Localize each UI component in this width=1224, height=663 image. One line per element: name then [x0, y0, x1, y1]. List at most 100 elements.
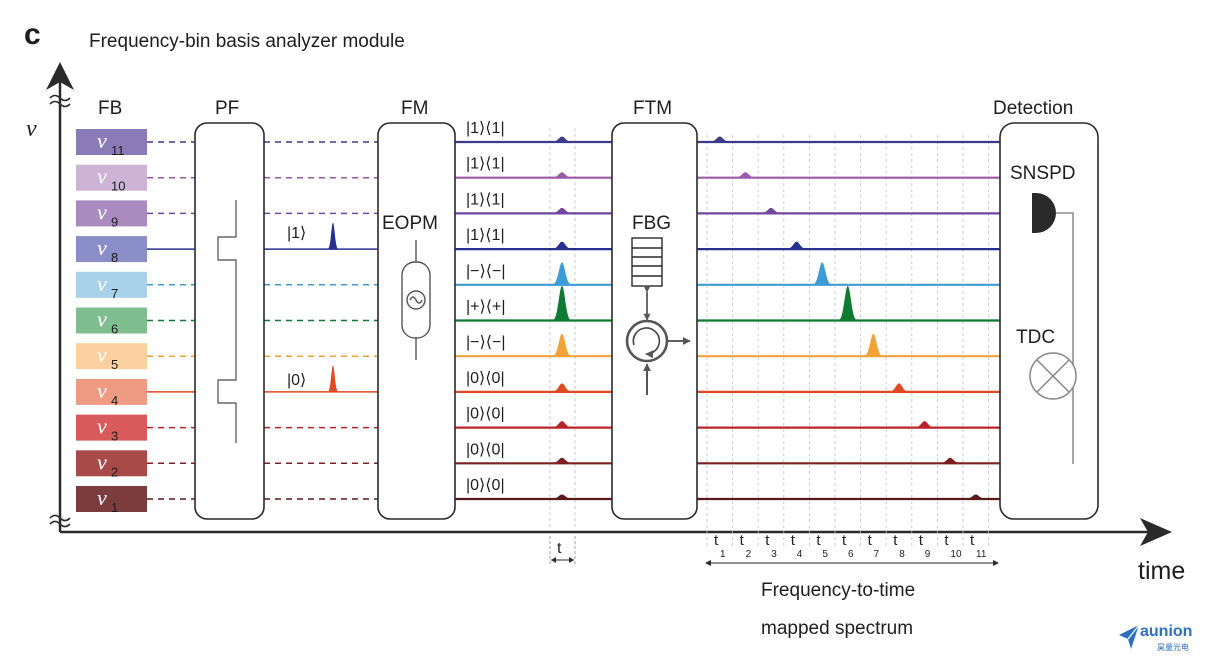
- watermark-word: aunion: [1140, 623, 1193, 640]
- mapped-pulse: [966, 494, 985, 499]
- frequency-bin-subscript: 8: [111, 250, 118, 265]
- frequency-bin-label: v: [97, 378, 107, 403]
- frequency-bin-box: [76, 378, 147, 405]
- frequency-bin-label: v: [97, 449, 107, 474]
- time-slot-subscript: 1: [720, 549, 726, 560]
- frequency-bin-box: [76, 129, 147, 155]
- input-pulse-one: [328, 222, 338, 249]
- time-slot-subscript: 6: [848, 549, 854, 560]
- time-slot-subscript: 3: [771, 549, 777, 560]
- time-bin-annotation: t: [549, 536, 576, 566]
- mapped-pulse: [787, 241, 806, 249]
- frequency-bin-subscript: 4: [111, 393, 118, 408]
- time-slot-label: t: [740, 532, 745, 549]
- projector-state-label: |−⟩⟨−|: [466, 334, 505, 351]
- eopm-modulator-icon: [401, 240, 431, 360]
- projector-state-label: |0⟩⟨0|: [466, 370, 505, 387]
- projected-pulse: [553, 286, 571, 320]
- projected-pulse: [553, 136, 571, 142]
- projector-state-label: |−⟩⟨−|: [466, 263, 505, 280]
- fbg-label: FBG: [632, 213, 671, 234]
- time-slot-label: t: [919, 532, 924, 549]
- frequency-bin-label: v: [97, 342, 107, 367]
- projector-state-label: |1⟩⟨1|: [466, 156, 505, 173]
- mapped-pulse: [941, 457, 960, 463]
- snspd-label: SNSPD: [1010, 163, 1075, 184]
- y-axis-symbol: v: [26, 116, 37, 142]
- spectrum-caption-line-1: Frequency-to-time: [761, 580, 915, 601]
- spectrum-span-arrow: [705, 560, 999, 566]
- frequency-bin-subscript: 7: [111, 286, 118, 301]
- mapped-pulse: [736, 172, 755, 178]
- time-slot-subscript: 10: [950, 549, 962, 560]
- header-fb: FB: [98, 98, 122, 119]
- frequency-bin-label: v: [97, 271, 107, 296]
- projector-state-label: |0⟩⟨0|: [466, 441, 505, 458]
- frequency-bin-label: v: [97, 414, 107, 439]
- pulses: [328, 136, 985, 499]
- axes: v time: [26, 62, 1185, 585]
- eopm-label: EOPM: [382, 213, 438, 234]
- frequency-bin-box: [76, 343, 147, 370]
- input-pulse-zero: [328, 365, 338, 392]
- time-slot-grid: [549, 128, 989, 548]
- y-axis-arrowhead: [46, 62, 74, 90]
- mapped-pulse: [864, 333, 883, 356]
- projected-pulse: [553, 333, 571, 356]
- frequency-bin-subscript: 5: [111, 357, 118, 372]
- frequency-bin-label: v: [97, 307, 107, 332]
- mapped-pulse: [813, 262, 832, 285]
- frequency-bin-box: [76, 271, 147, 298]
- ftm-box: [611, 122, 698, 520]
- projected-pulse: [553, 262, 571, 285]
- frequency-bin-box: [76, 486, 147, 512]
- axis-break-bottom: [49, 514, 71, 528]
- pf-filter-shape: [217, 200, 237, 443]
- projector-state-label: |1⟩⟨1|: [466, 191, 505, 208]
- watermark-logo: aunion 昊量光电: [1117, 621, 1217, 657]
- tdc-label: TDC: [1016, 327, 1055, 348]
- time-bin-label: t: [557, 540, 562, 557]
- frequency-bin-label: v: [97, 485, 107, 510]
- header-fm: FM: [401, 98, 428, 119]
- frequency-bin-box: [76, 414, 147, 441]
- frequency-bin-subscript: 9: [111, 214, 118, 229]
- watermark-subtext: 昊量光电: [1157, 643, 1189, 652]
- time-slot-subscript: 9: [925, 549, 931, 560]
- frequency-bin-label: v: [97, 235, 107, 260]
- frequency-bin-subscript: 3: [111, 429, 118, 444]
- frequency-bin-label: v: [97, 128, 107, 153]
- projected-pulse: [553, 421, 571, 428]
- time-slot-label: t: [791, 532, 796, 549]
- mapped-pulse: [838, 286, 857, 320]
- axis-break-top: [49, 94, 71, 108]
- frequency-bin-subscript: 10: [111, 179, 125, 194]
- figure-title: Frequency-bin basis analyzer module: [89, 31, 405, 52]
- time-slot-label: t: [842, 532, 847, 549]
- frequency-bin-subscript: 11: [111, 143, 125, 158]
- time-slot-label: t: [893, 532, 898, 549]
- fbg-grating-icon: [631, 237, 663, 287]
- time-slot-subscript: 11: [976, 549, 987, 560]
- projected-pulse: [553, 383, 571, 392]
- projector-state-label: |1⟩⟨1|: [466, 227, 505, 244]
- frequency-bin-box: [76, 236, 147, 263]
- projected-pulse: [553, 207, 571, 213]
- frequency-bin-subscript: 1: [111, 500, 118, 515]
- header-pf: PF: [215, 98, 239, 119]
- time-slot-label: t: [868, 532, 873, 549]
- projector-state-label: |0⟩⟨0|: [466, 406, 505, 423]
- mapped-pulse: [710, 136, 729, 142]
- frequency-bin-box: [76, 164, 147, 191]
